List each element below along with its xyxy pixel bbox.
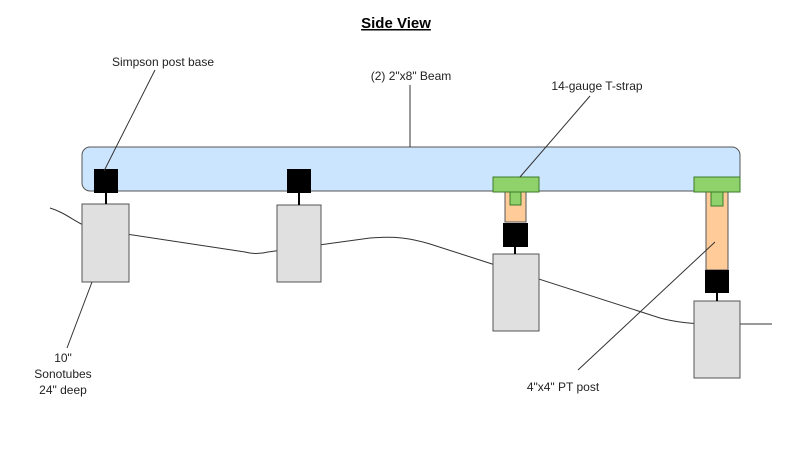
- leader-t-strap: [519, 95, 591, 178]
- beam: [81, 146, 741, 192]
- sonotube-3: [492, 253, 540, 332]
- diagram-title: Side View: [361, 15, 431, 32]
- sonotube-4: [693, 300, 741, 379]
- t-strap-3: [492, 176, 540, 206]
- grade-line: [49, 207, 772, 325]
- label-sonotubes-line2: Sonotubes: [34, 367, 91, 381]
- leader-post-base: [103, 69, 156, 172]
- label-pt-post: 4"x4" PT post: [527, 380, 600, 394]
- post-base-2: [287, 169, 311, 205]
- sonotube-1: [81, 203, 130, 283]
- label-post-base: Simpson post base: [112, 55, 214, 69]
- t-strap-4: [693, 176, 741, 207]
- post-base-3: [503, 223, 528, 254]
- label-t-strap: 14-gauge T-strap: [551, 79, 642, 93]
- sonotube-2: [276, 204, 322, 283]
- post-base-4: [705, 270, 729, 301]
- leader-pt-post: [577, 241, 716, 371]
- leader-sonotubes: [66, 281, 93, 349]
- post-base-1: [94, 169, 118, 204]
- label-beam: (2) 2"x8" Beam: [371, 69, 452, 83]
- label-sonotubes-line3: 24" deep: [39, 383, 87, 397]
- label-sonotubes-line1: 10": [54, 351, 72, 365]
